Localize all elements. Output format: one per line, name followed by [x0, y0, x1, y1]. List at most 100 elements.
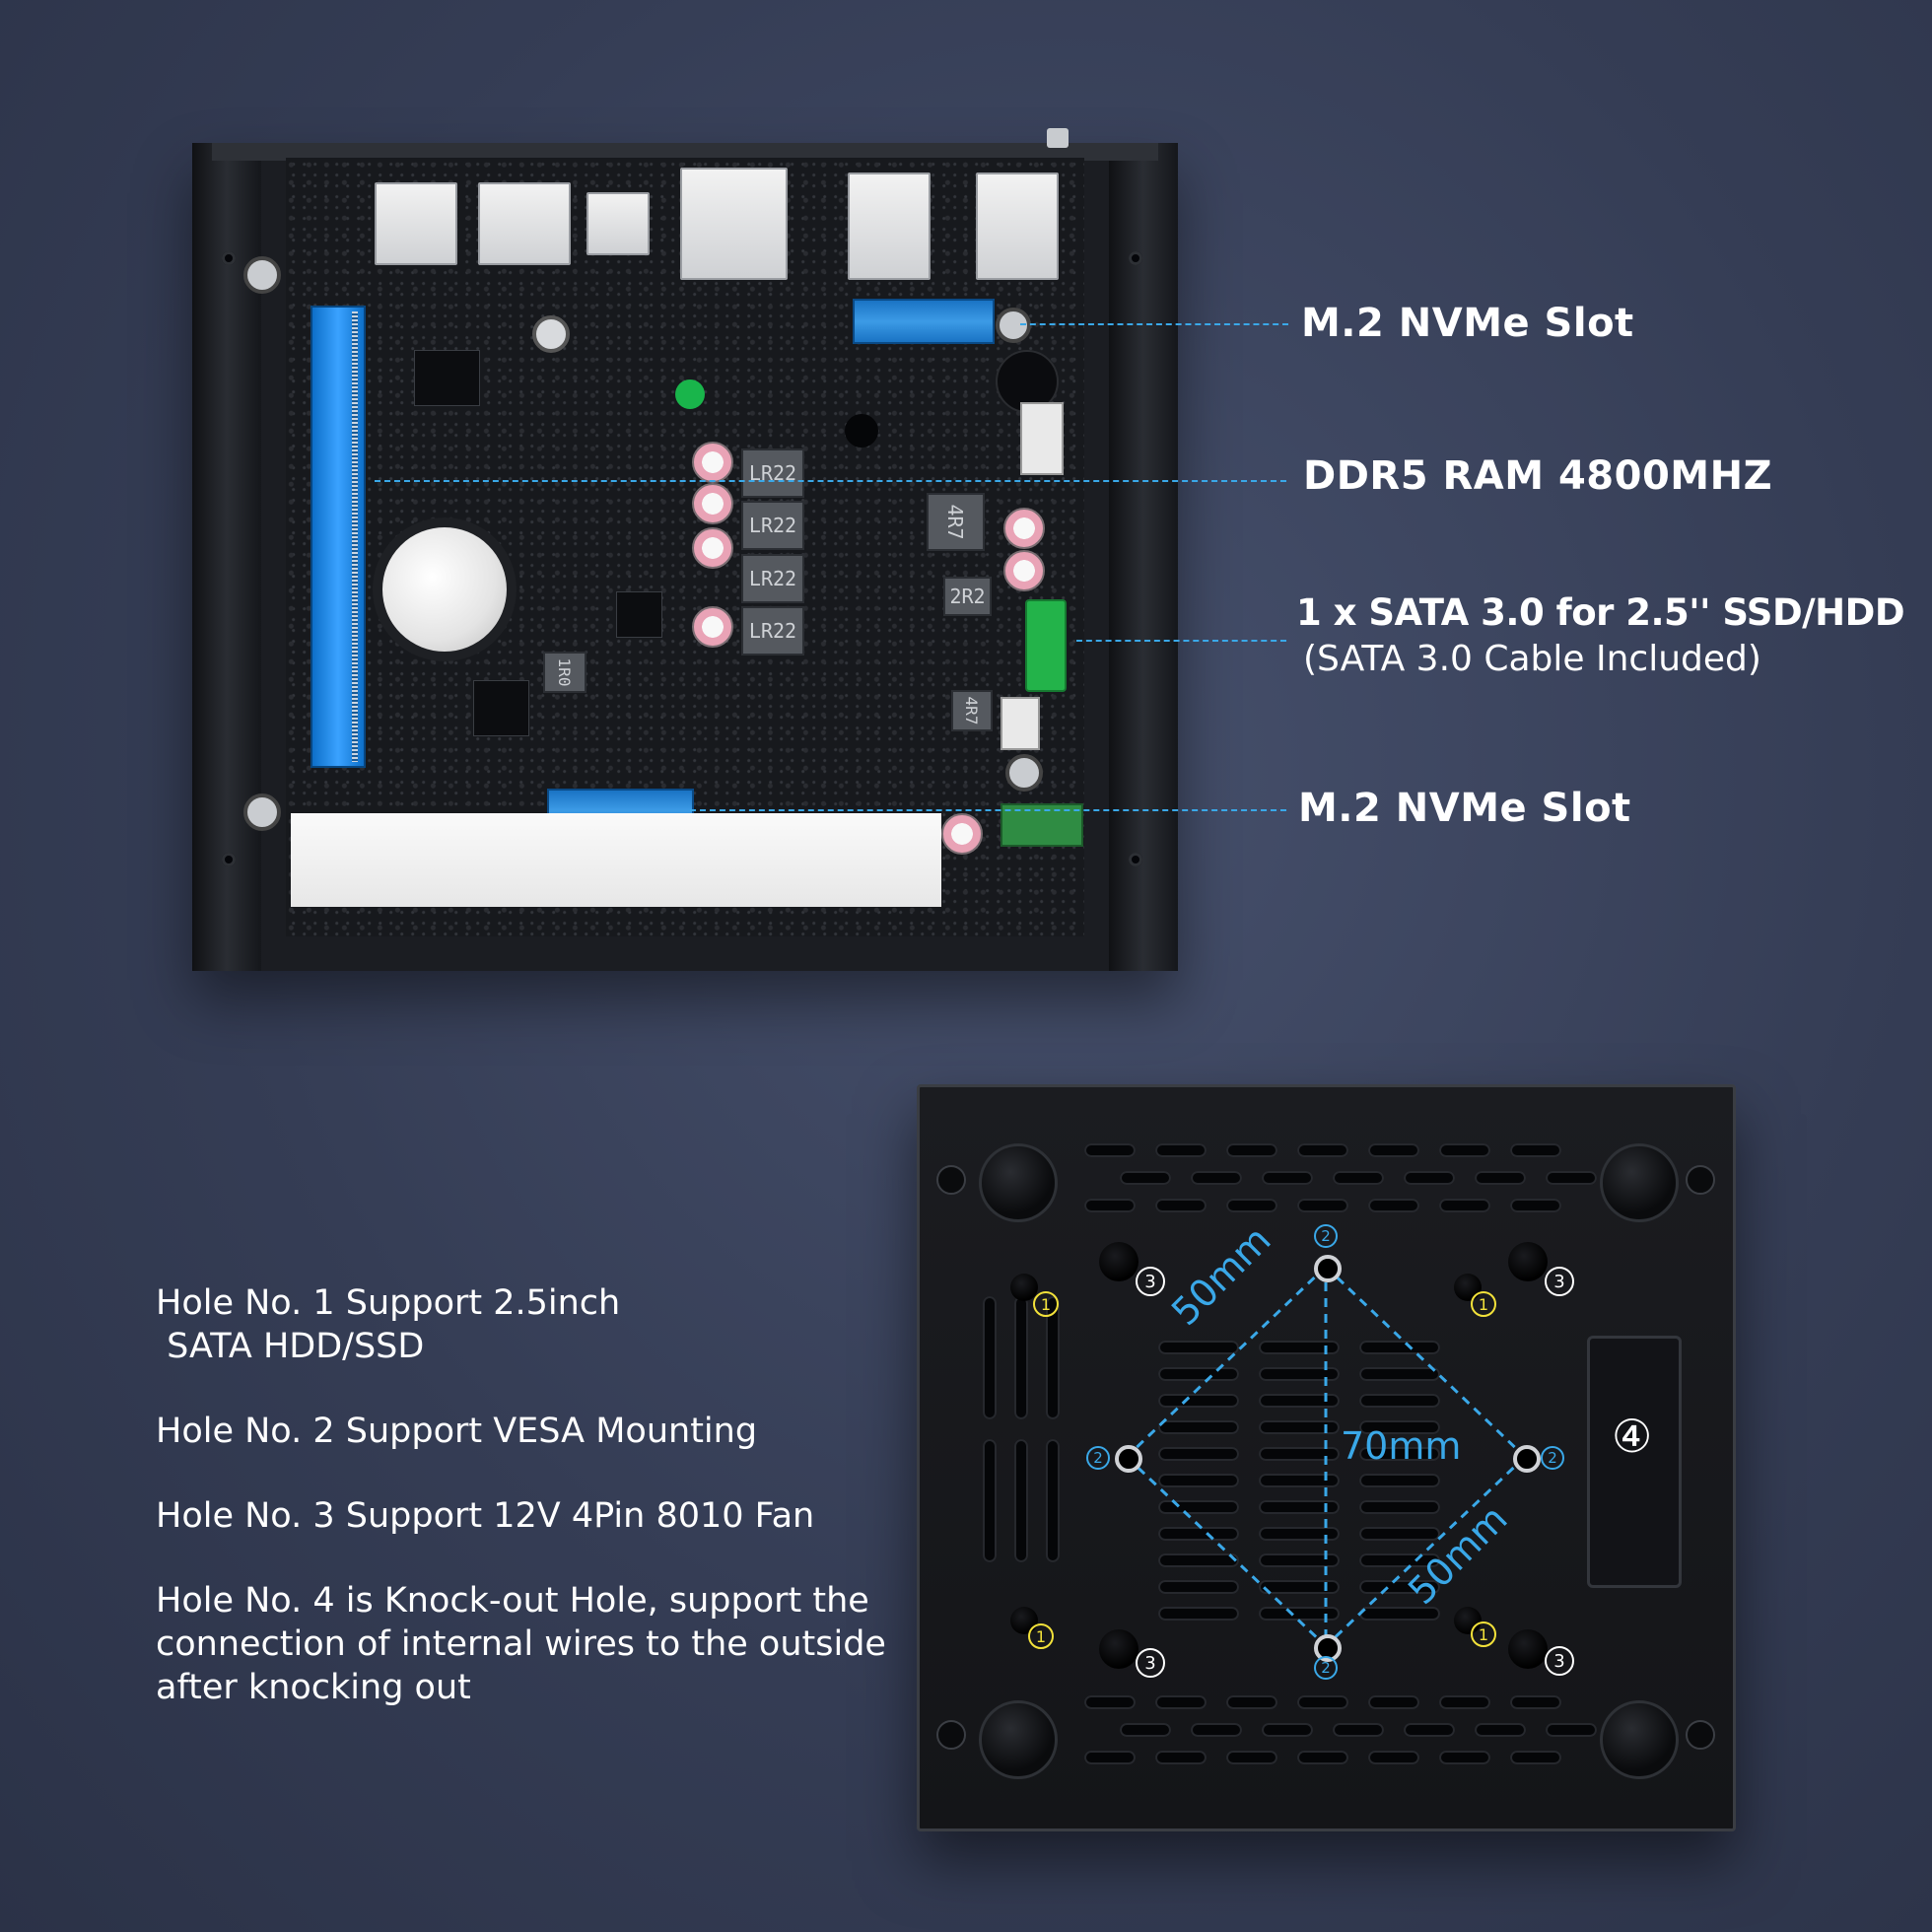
vent-slot — [1262, 1723, 1313, 1737]
usb-c-port — [586, 192, 650, 255]
vent-slot — [1084, 1695, 1136, 1709]
capacitor — [692, 527, 733, 569]
vent-slot — [1158, 1341, 1239, 1354]
callout-ddr5: DDR5 RAM 4800MHZ — [1303, 453, 1773, 499]
vent-slot — [1510, 1695, 1561, 1709]
capacitor — [1003, 550, 1045, 591]
vent-slot — [1226, 1751, 1277, 1764]
note-hole-4: Hole No. 4 is Knock-out Hole, support th… — [156, 1579, 905, 1709]
dim-line-lower-left — [1125, 1455, 1328, 1648]
chassis-screw — [1129, 853, 1142, 866]
board-screw — [1005, 754, 1043, 792]
inductor: 4R7 — [927, 493, 985, 551]
ethernet-port — [976, 172, 1059, 280]
choke-lr22: LR22 — [741, 448, 804, 498]
chassis-right-wall — [1109, 143, 1178, 971]
vesa-dimension-diagram — [1125, 1265, 1527, 1648]
note-line: Hole No. 4 is Knock-out Hole, support th… — [156, 1581, 869, 1621]
note-line: Hole No. 2 Support VESA Mounting — [156, 1412, 758, 1451]
note-line: connection of internal wires to the outs… — [156, 1624, 886, 1664]
vent-slots-top — [1084, 1143, 1597, 1222]
vesa-hole — [1115, 1445, 1142, 1473]
capacitor — [692, 442, 733, 483]
fan-hole — [1508, 1629, 1548, 1669]
fan-hole — [1508, 1242, 1548, 1281]
vent-slot — [1510, 1143, 1561, 1157]
hole-3-marker: 3 — [1545, 1646, 1574, 1676]
vent-slot — [1158, 1420, 1239, 1434]
capacitor — [941, 813, 983, 855]
vent-slot — [1333, 1171, 1384, 1185]
vent-slot — [1368, 1199, 1419, 1212]
vent-slots-center — [1158, 1341, 1464, 1636]
motherboard-photo: LR22 LR22 LR22 LR22 4R7 2R2 4R7 1R0 — [192, 128, 1178, 986]
vent-slot — [1158, 1553, 1239, 1567]
hole-1-marker: 1 — [1028, 1623, 1054, 1649]
hole-1-marker: 1 — [1033, 1291, 1059, 1317]
usb-port-stack — [680, 168, 788, 280]
vesa-hole — [1314, 1255, 1342, 1282]
dim-line-50-lower-right — [1324, 1455, 1527, 1648]
inductor: 2R2 — [943, 577, 992, 616]
vent-slot — [1014, 1439, 1028, 1562]
vent-slot — [1158, 1500, 1239, 1514]
vent-slot — [1475, 1723, 1526, 1737]
side-screw — [1686, 1720, 1715, 1750]
vent-slot — [1259, 1553, 1340, 1567]
vent-slot — [1297, 1199, 1348, 1212]
vent-slot — [1191, 1171, 1242, 1185]
vent-slot — [1259, 1527, 1340, 1541]
vent-slot — [1359, 1394, 1440, 1408]
vent-slot — [1259, 1607, 1340, 1621]
inductor: 4R7 — [951, 690, 993, 731]
vent-slot — [1259, 1447, 1340, 1461]
vent-slot — [1155, 1751, 1207, 1764]
vent-slot — [1259, 1394, 1340, 1408]
vent-slot — [1226, 1199, 1277, 1212]
hole-4-label: ④ — [1612, 1410, 1653, 1463]
m2-nvme-slot-top — [853, 299, 995, 344]
vesa-hole — [1513, 1445, 1541, 1473]
vent-slot — [1155, 1199, 1207, 1212]
inductor: 1R0 — [543, 652, 586, 693]
callout-line-ddr5 — [375, 480, 1286, 482]
choke-lr22: LR22 — [741, 501, 804, 550]
rubber-foot — [979, 1143, 1058, 1222]
cmos-battery — [373, 518, 517, 661]
vent-slot — [1084, 1143, 1136, 1157]
vent-slot — [1359, 1367, 1440, 1381]
antenna-nut — [1047, 128, 1069, 148]
note-hole-3: Hole No. 3 Support 12V 4Pin 8010 Fan — [156, 1494, 905, 1538]
side-screw — [1686, 1165, 1715, 1195]
usb-port — [375, 182, 457, 265]
rubber-foot — [1600, 1700, 1679, 1779]
vent-slot — [1259, 1420, 1340, 1434]
note-line: Hole No. 3 Support 12V 4Pin 8010 Fan — [156, 1496, 815, 1536]
chassis-bottom-photo: ④ 3 3 3 3 1 1 1 1 2 2 2 2 50mm 70mm 50mm — [917, 1084, 1736, 1833]
vent-slot — [1259, 1367, 1340, 1381]
vent-slot — [1368, 1751, 1419, 1764]
rubber-foot — [1600, 1143, 1679, 1222]
vent-slot — [1259, 1580, 1340, 1594]
callout-nvme-top: M.2 NVMe Slot — [1301, 301, 1634, 346]
vent-slot — [1084, 1751, 1136, 1764]
vent-slot — [1546, 1171, 1597, 1185]
vent-slot — [1226, 1143, 1277, 1157]
chassis-screw — [1129, 251, 1142, 265]
pass-sticker — [675, 380, 705, 409]
choke-lr22: LR22 — [741, 606, 804, 656]
side-screw — [936, 1720, 966, 1750]
vent-slots-bottom — [1084, 1695, 1597, 1774]
vent-slot — [1259, 1474, 1340, 1487]
vent-slot — [1510, 1199, 1561, 1212]
knockout-hole — [1587, 1336, 1682, 1588]
vent-slot — [1014, 1296, 1028, 1419]
rubber-foot — [979, 1700, 1058, 1779]
callout-line-nvme-bottom — [690, 809, 1286, 811]
ic-chip — [616, 591, 662, 638]
vent-slot — [1158, 1607, 1239, 1621]
vent-slot — [1226, 1695, 1277, 1709]
board-screw — [996, 308, 1031, 343]
vent-slot — [1191, 1723, 1242, 1737]
hole-2-marker: 2 — [1314, 1224, 1338, 1248]
